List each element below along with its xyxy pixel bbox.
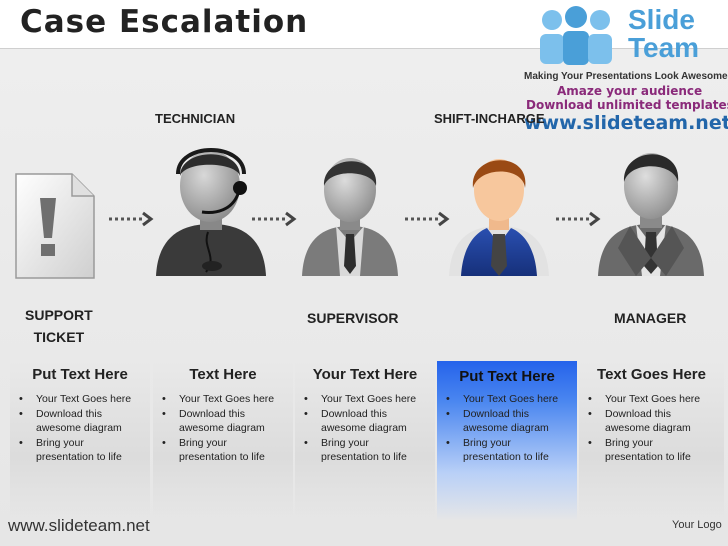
brand-name-line2: Team (628, 32, 700, 63)
list-item: Your Text Goes here (16, 392, 131, 407)
brand-tagline: Making Your Presentations Look Awesome (524, 71, 728, 82)
footer-logo-placeholder: Your Logo (672, 519, 722, 531)
technician-headset-icon (156, 148, 266, 276)
promo-url[interactable]: www.slideteam.net (524, 112, 728, 134)
text-column-5: Text Goes Here Your Text Goes here Downl… (579, 361, 724, 521)
page-title: Case Escalation (20, 4, 309, 40)
bullet-list: Your Text Goes here Download thisawesome… (16, 392, 131, 465)
text-column-3: Your Text Here Your Text Goes here Downl… (295, 361, 435, 521)
ticket-document-icon (15, 173, 95, 279)
dotted-arrow-icon (556, 211, 601, 227)
list-item: Your Text Goes here (585, 392, 700, 407)
brand-name-line1: Slide (628, 4, 695, 35)
column-heading: Put Text Here (32, 366, 128, 383)
column-heading: Text Goes Here (597, 366, 706, 383)
dotted-arrow-icon (252, 211, 297, 227)
title-divider (0, 48, 728, 49)
support-ticket-line1: SUPPORT (25, 307, 93, 323)
supervisor-person-icon (302, 158, 398, 276)
list-item: Your Text Goes here (443, 392, 558, 407)
manager-person-icon (598, 153, 704, 276)
text-column-1: Put Text Here Your Text Goes here Downlo… (10, 361, 150, 521)
promo-line-2: Download unlimited templates (526, 98, 728, 112)
footer-url[interactable]: www.slideteam.net (8, 516, 150, 535)
bullet-list: Your Text Goes here Download thisawesome… (301, 392, 416, 465)
shift-incharge-person-icon (449, 159, 549, 276)
role-label-supervisor: SUPERVISOR (307, 310, 399, 326)
support-ticket-line2: TICKET (33, 329, 85, 345)
column-heading: Put Text Here (459, 368, 555, 385)
list-item: Your Text Goes here (301, 392, 416, 407)
text-column-4-highlighted: Put Text Here Your Text Goes here Downlo… (437, 361, 577, 521)
text-column-2: Text Here Your Text Goes here Download t… (153, 361, 293, 521)
role-label-support-ticket: SUPPORT TICKET (25, 304, 93, 348)
bullet-list: Your Text Goes here Download thisawesome… (585, 392, 700, 465)
slideteam-logo-icon (540, 6, 612, 65)
brand-name: Slide Team (628, 6, 699, 62)
dotted-arrow-icon (109, 211, 154, 227)
list-item: Your Text Goes here (159, 392, 274, 407)
bullet-list: Your Text Goes here Download thisawesome… (443, 392, 558, 465)
bullet-list: Your Text Goes here Download thisawesome… (159, 392, 274, 465)
column-heading: Text Here (189, 366, 257, 383)
role-label-shift-incharge: SHIFT-INCHARGE (434, 111, 545, 126)
role-label-technician: TECHNICIAN (155, 111, 236, 126)
promo-line-1: Amaze your audience (557, 84, 703, 98)
role-label-manager: MANAGER (614, 310, 687, 326)
column-heading: Your Text Here (312, 366, 418, 383)
dotted-arrow-icon (405, 211, 450, 227)
